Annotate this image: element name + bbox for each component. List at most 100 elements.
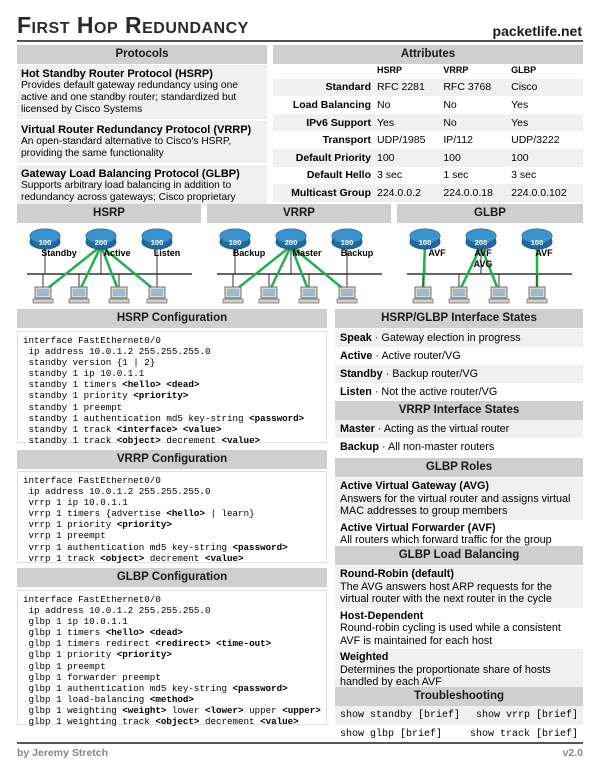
router-role-label: Listen bbox=[154, 248, 181, 258]
glbp-diagram-heading: GLBP bbox=[397, 204, 583, 223]
footer-version: v2.0 bbox=[562, 747, 583, 759]
page-title: First Hop Redundancy bbox=[17, 12, 249, 38]
router-role-label: AVG bbox=[474, 259, 493, 269]
hsrp-config-heading: HSRP Configuration bbox=[17, 309, 327, 328]
router-icon: 100 bbox=[409, 228, 441, 250]
list-item: Active · Active router/VG bbox=[340, 350, 461, 362]
protocol-item: Hot Standby Router Protocol (HSRP)Provid… bbox=[17, 65, 267, 119]
vrrp-states-list: Master · Acting as the virtual router Ba… bbox=[335, 420, 583, 456]
glbp-config-code: interface FastEthernet0/0 ip address 10.… bbox=[17, 590, 327, 727]
traffic-link bbox=[232, 245, 292, 293]
computer-icon bbox=[412, 286, 434, 304]
computer-icon bbox=[32, 286, 54, 304]
router-icon: 200 bbox=[275, 228, 307, 250]
traffic-link bbox=[289, 245, 311, 293]
router-priority: 100 bbox=[419, 238, 432, 247]
router-role-label: Active bbox=[103, 248, 130, 258]
traffic-link bbox=[479, 245, 501, 293]
vrrp-config-code: interface FastEthernet0/0 ip address 10.… bbox=[17, 471, 327, 564]
router-role-label: AVF bbox=[535, 248, 553, 258]
traffic-link bbox=[267, 245, 293, 293]
router-priority: 100 bbox=[531, 238, 544, 247]
troubleshooting-list: show standby [brief]show vrrp [brief] sh… bbox=[335, 706, 583, 744]
hsrp-states-list: Speak · Gateway election in progress Act… bbox=[335, 329, 583, 401]
computer-icon bbox=[108, 286, 130, 304]
list-item: Standby · Backup router/VG bbox=[335, 365, 583, 383]
traffic-link bbox=[99, 245, 121, 293]
traffic-link bbox=[290, 245, 348, 293]
list-item: Master · Acting as the virtual router bbox=[335, 420, 583, 438]
router-priority: 100 bbox=[229, 238, 242, 247]
protocol-item: Gateway Load Balancing Protocol (GLBP)Su… bbox=[17, 165, 267, 207]
computer-icon bbox=[68, 286, 90, 304]
footer-author: by Jeremy Stretch bbox=[17, 747, 109, 759]
computer-icon bbox=[526, 286, 548, 304]
router-role-label: Backup bbox=[233, 248, 266, 258]
traffic-link bbox=[77, 245, 103, 293]
router-icon: 100 bbox=[141, 228, 173, 250]
router-priority: 100 bbox=[151, 238, 164, 247]
list-item: show standby [brief]show vrrp [brief] bbox=[335, 706, 583, 725]
list-item: show glbp [brief]show track [brief] bbox=[340, 729, 578, 740]
list-item: Speak · Gateway election in progress bbox=[335, 329, 583, 347]
list-item: Active Virtual Gateway (AVG)Answers for … bbox=[335, 478, 583, 520]
list-item: Active Virtual Forwarder (AVF)All router… bbox=[340, 521, 552, 547]
traffic-link bbox=[100, 245, 158, 293]
vrrp-states-heading: VRRP Interface States bbox=[335, 401, 583, 420]
computer-icon bbox=[448, 286, 470, 304]
hsrp-states-heading: HSRP/GLBP Interface States bbox=[335, 309, 583, 328]
router-icon: 200 bbox=[85, 228, 117, 250]
router-icon: 100 bbox=[331, 228, 363, 250]
glbp-lb-heading: GLBP Load Balancing bbox=[335, 546, 583, 565]
troubleshooting-heading: Troubleshooting bbox=[335, 687, 583, 706]
protocol-item: Virtual Router Redundancy Protocol (VRRP… bbox=[17, 121, 267, 163]
list-item: Listen · Not the active router/VG bbox=[340, 386, 498, 398]
traffic-link bbox=[42, 245, 102, 293]
computer-icon bbox=[298, 286, 320, 304]
router-icon: 200 bbox=[465, 228, 497, 250]
router-role-label: AVF bbox=[428, 248, 446, 258]
router-priority: 100 bbox=[39, 238, 52, 247]
attributes-heading: Attributes bbox=[273, 45, 583, 64]
router-priority: 200 bbox=[95, 238, 108, 247]
router-icon: 100 bbox=[219, 228, 251, 250]
protocols-list: Hot Standby Router Protocol (HSRP)Provid… bbox=[17, 65, 267, 209]
list-item: Backup · All non-master routers bbox=[340, 441, 495, 453]
computer-icon bbox=[146, 286, 168, 304]
hsrp-config-code: interface FastEthernet0/0 ip address 10.… bbox=[17, 331, 327, 446]
protocols-heading: Protocols bbox=[17, 45, 267, 64]
site-name[interactable]: packetlife.net bbox=[492, 23, 582, 39]
footer-rule bbox=[17, 742, 583, 744]
router-priority: 200 bbox=[475, 238, 488, 247]
glbp-roles-heading: GLBP Roles bbox=[335, 458, 583, 477]
vrrp-config-heading: VRRP Configuration bbox=[17, 450, 327, 469]
traffic-link bbox=[457, 245, 483, 293]
vrrp-diagram-heading: VRRP bbox=[207, 204, 391, 223]
glbp-config-heading: GLBP Configuration bbox=[17, 568, 327, 587]
computer-icon bbox=[222, 286, 244, 304]
hsrp-diagram-heading: HSRP bbox=[17, 204, 201, 223]
header-rule bbox=[17, 40, 583, 42]
computer-icon bbox=[336, 286, 358, 304]
router-role-label: Backup bbox=[341, 248, 374, 258]
header: First Hop Redundancy packetlife.net bbox=[0, 0, 600, 40]
computer-icon bbox=[488, 286, 510, 304]
router-role-label: AVF bbox=[474, 248, 492, 258]
glbp-roles-list: Active Virtual Gateway (AVG)Answers for … bbox=[335, 478, 583, 549]
router-icon: 100 bbox=[521, 228, 553, 250]
router-role-label: Standby bbox=[41, 248, 77, 258]
glbp-lb-list: Round-Robin (default)The AVG answers hos… bbox=[335, 566, 583, 691]
list-item: Round-Robin (default)The AVG answers hos… bbox=[335, 566, 583, 608]
router-icon: 100 bbox=[29, 228, 61, 250]
router-priority: 100 bbox=[341, 238, 354, 247]
computer-icon bbox=[258, 286, 280, 304]
